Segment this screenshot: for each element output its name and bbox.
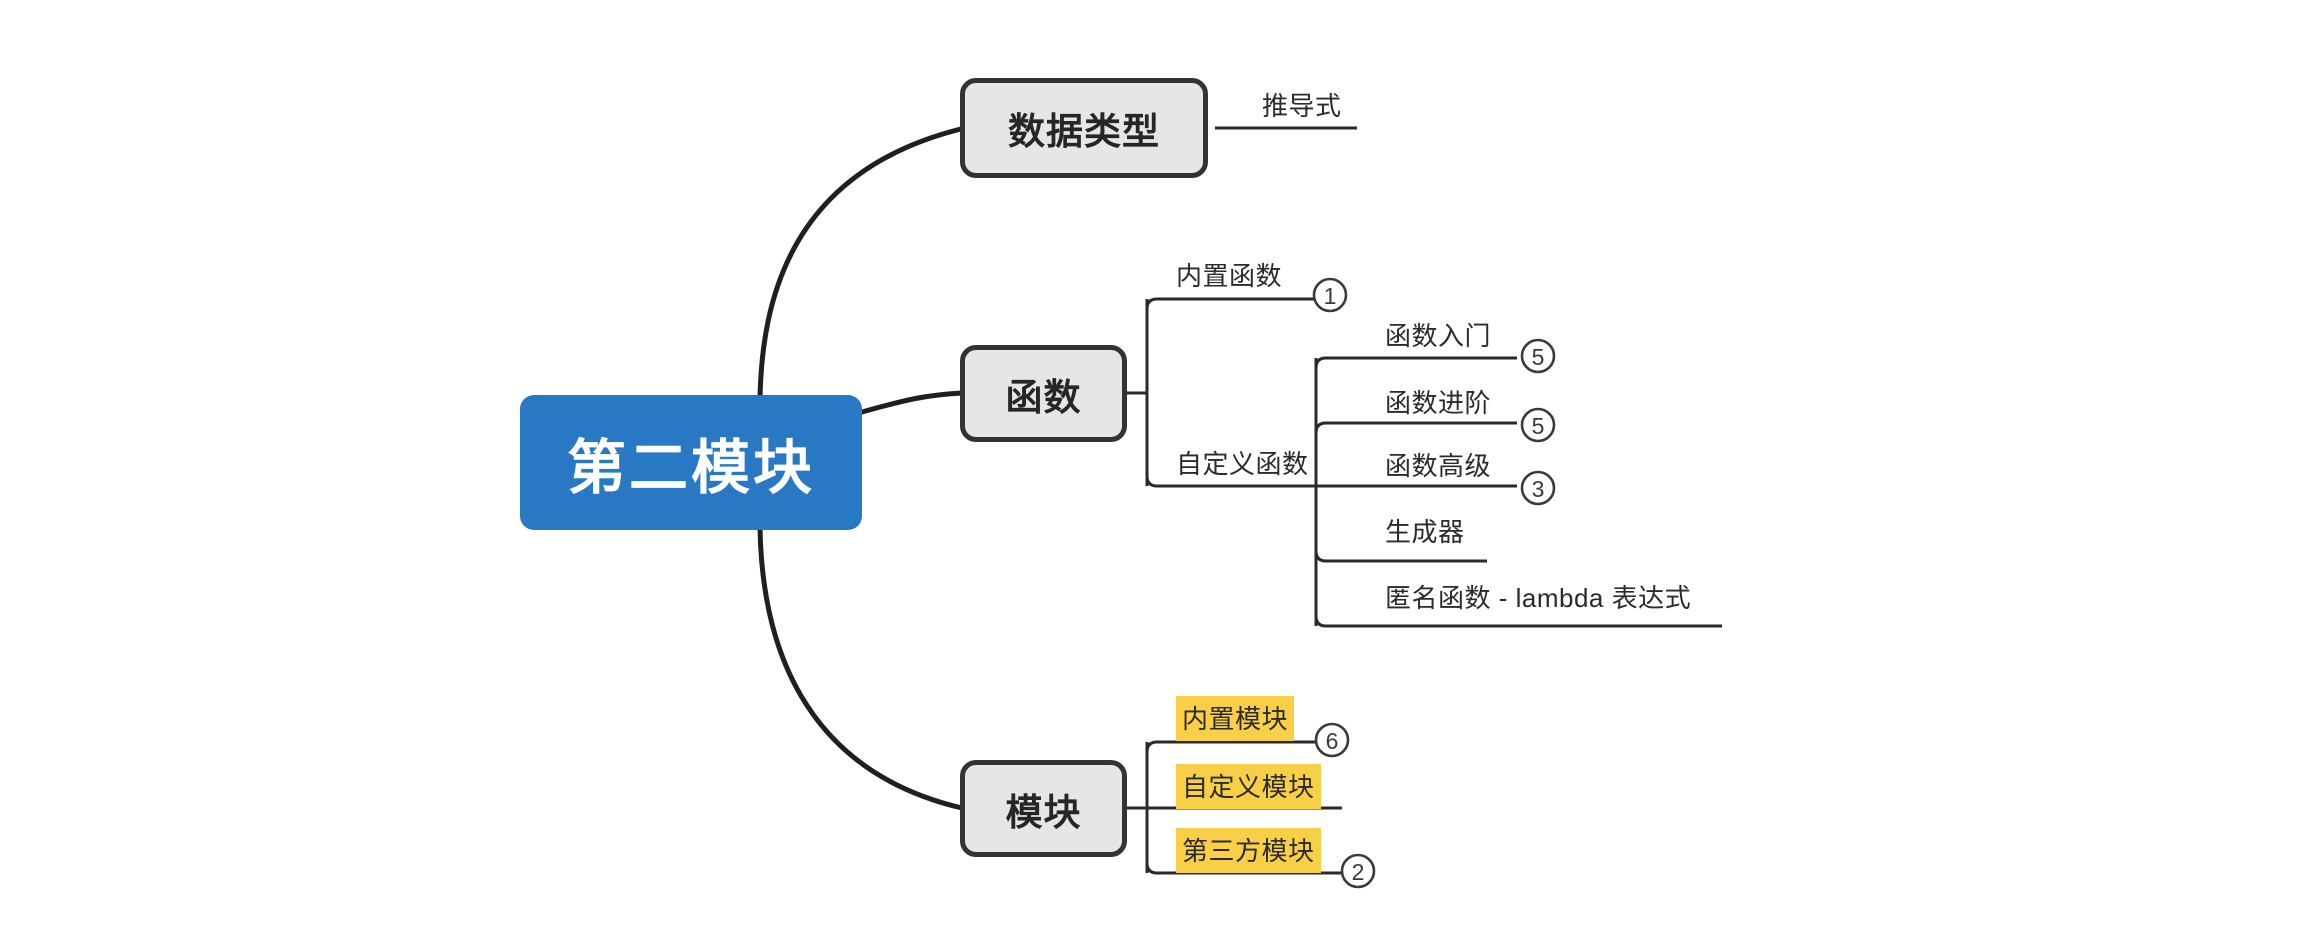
leaf-item-function-advanced[interactable]: 函数进阶 bbox=[1385, 383, 1491, 420]
badge-1: 1 bbox=[1312, 277, 1348, 313]
badge-5b: 5 bbox=[1520, 407, 1556, 443]
edge-custom-item-2 bbox=[1314, 421, 1517, 434]
edge-custom-item-4 bbox=[1314, 550, 1487, 563]
edge-custom-item-5 bbox=[1314, 615, 1722, 628]
root-node-label: 第二模块 bbox=[566, 435, 815, 501]
leaf-item-comprehension-label: 推导式 bbox=[1262, 91, 1342, 121]
edge-module-item-1 bbox=[1145, 740, 1317, 753]
branch-node-module[interactable]: 模块 bbox=[960, 760, 1127, 857]
edge-root-to-function bbox=[859, 390, 965, 415]
leaf-item-builtin-module-label: 内置模块 bbox=[1182, 704, 1289, 734]
leaf-item-function-intro-label: 函数入门 bbox=[1385, 321, 1492, 351]
edge-function-builtin bbox=[1145, 297, 1317, 310]
leaf-item-lambda[interactable]: 匿名函数 - lambda 表达式 bbox=[1385, 578, 1691, 615]
leaf-item-builtin-function-label: 内置函数 bbox=[1176, 261, 1283, 291]
leaf-item-custom-function[interactable]: 自定义函数 bbox=[1176, 444, 1309, 481]
leaf-item-function-intro[interactable]: 函数入门 bbox=[1385, 316, 1491, 353]
badge-5a: 5 bbox=[1520, 338, 1556, 374]
leaf-item-function-expert[interactable]: 函数高级 bbox=[1385, 446, 1491, 483]
badge-2: 2 bbox=[1340, 853, 1376, 889]
leaf-item-generator[interactable]: 生成器 bbox=[1385, 512, 1465, 549]
leaf-item-function-expert-label: 函数高级 bbox=[1385, 451, 1492, 481]
badge-3-text: 3 bbox=[1532, 476, 1545, 502]
badge-5a-text: 5 bbox=[1532, 344, 1545, 370]
leaf-item-builtin-module[interactable]: 内置模块 bbox=[1176, 696, 1295, 741]
branch-node-data-type-label: 数据类型 bbox=[1008, 111, 1160, 152]
edge-root-to-datatype bbox=[757, 125, 968, 401]
leaf-item-thirdparty-module[interactable]: 第三方模块 bbox=[1176, 828, 1321, 873]
branch-node-function-label: 函数 bbox=[1005, 376, 1082, 418]
badge-6-text: 6 bbox=[1326, 728, 1339, 754]
badge-1-text: 1 bbox=[1324, 283, 1337, 309]
badge-6: 6 bbox=[1314, 722, 1350, 758]
leaf-item-function-advanced-label: 函数进阶 bbox=[1385, 388, 1492, 418]
leaf-item-builtin-function[interactable]: 内置函数 bbox=[1176, 256, 1282, 293]
branch-node-module-label: 模块 bbox=[1005, 791, 1082, 833]
leaf-item-generator-label: 生成器 bbox=[1385, 517, 1465, 547]
edge-custom-item-1 bbox=[1314, 356, 1517, 369]
branch-node-data-type[interactable]: 数据类型 bbox=[960, 78, 1208, 178]
leaf-item-thirdparty-module-label: 第三方模块 bbox=[1182, 836, 1315, 866]
badge-5b-text: 5 bbox=[1532, 413, 1545, 439]
leaf-item-comprehension[interactable]: 推导式 bbox=[1262, 86, 1342, 123]
leaf-item-lambda-label: 匿名函数 - lambda 表达式 bbox=[1385, 583, 1692, 613]
badge-2-text: 2 bbox=[1352, 859, 1365, 885]
branch-node-function[interactable]: 函数 bbox=[960, 345, 1127, 442]
leaf-item-custom-module[interactable]: 自定义模块 bbox=[1176, 764, 1321, 809]
leaf-item-custom-module-label: 自定义模块 bbox=[1182, 772, 1315, 802]
root-node[interactable]: 第二模块 bbox=[520, 395, 862, 530]
badge-3: 3 bbox=[1520, 470, 1556, 506]
edge-root-to-module bbox=[757, 525, 965, 811]
leaf-item-custom-function-label: 自定义函数 bbox=[1176, 449, 1309, 479]
